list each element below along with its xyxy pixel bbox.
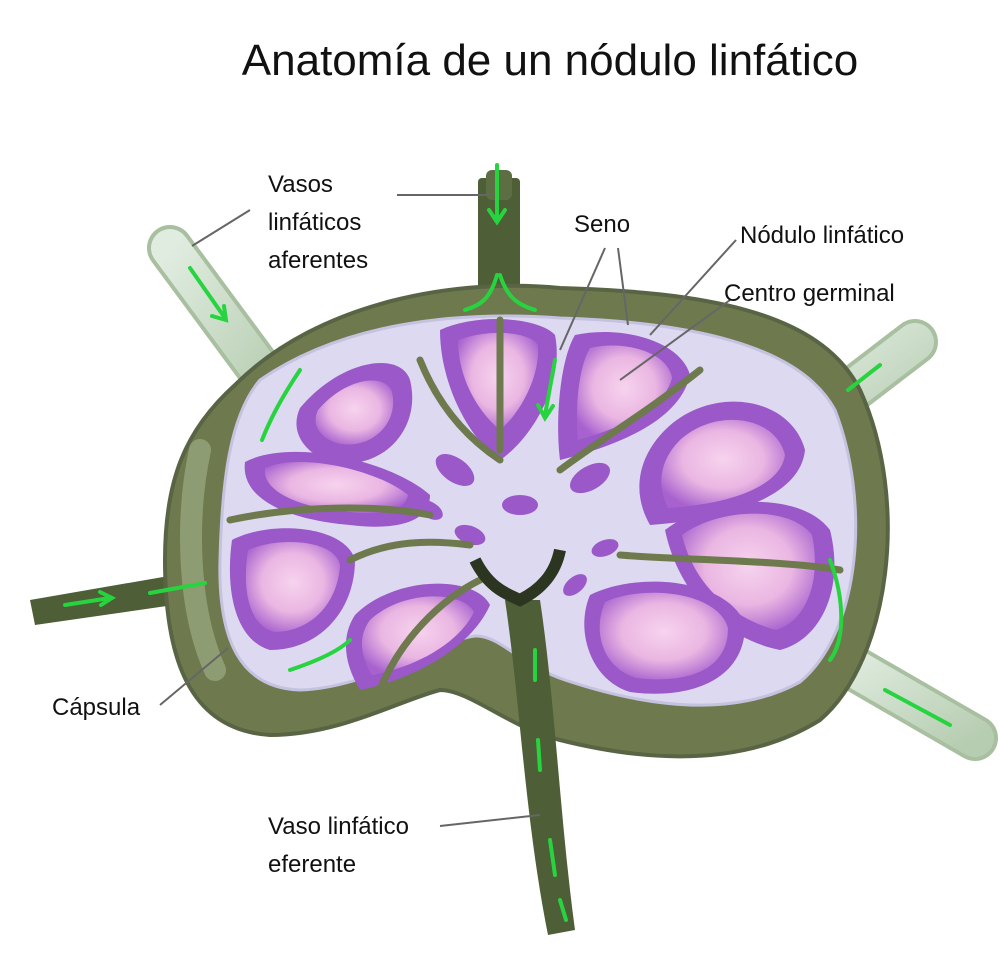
label-afferent-line-3: aferentes <box>268 247 369 274</box>
nodule-7 <box>665 501 835 650</box>
label-afferent-vessels: Vasos linfáticos aferentes <box>268 166 368 280</box>
nodule-3 <box>558 331 690 460</box>
leader-lines <box>159 194 737 827</box>
leader-nodule <box>649 239 737 336</box>
leader-capsule <box>159 647 229 706</box>
nodule-9 <box>584 581 745 694</box>
leader-sinus-a <box>559 247 606 351</box>
label-germinal-center: Centro germinal <box>724 280 895 307</box>
label-capsule: Cápsula <box>52 694 141 721</box>
leader-afferent-a <box>191 209 251 247</box>
leader-sinus-b <box>617 247 629 326</box>
leader-efferent <box>439 814 541 827</box>
nodule-8 <box>345 583 490 690</box>
afferent-vessel-right-lower <box>817 637 998 761</box>
trabeculae <box>226 316 844 694</box>
capsule-highlight <box>180 439 226 681</box>
label-efferent-line-2: eferente <box>268 851 357 878</box>
label-sinus: Seno <box>574 211 631 238</box>
nodule-5 <box>639 401 805 525</box>
label-efferent-line-1: Vaso linfático <box>268 813 409 840</box>
leader-germinal <box>619 299 731 381</box>
label-afferent-line-1: Vasos <box>268 171 333 198</box>
label-afferent-line-2: linfáticos <box>268 209 362 236</box>
label-lymph-nodule: Nódulo linfático <box>740 222 905 249</box>
page-title: Anatomía de un nódulo linfático <box>241 36 859 85</box>
medullary-cords <box>417 454 619 596</box>
flow-arrows <box>63 163 952 922</box>
label-efferent-vessel: Vaso linfático eferente <box>268 808 409 884</box>
nodule-6 <box>229 528 355 650</box>
nodule-1 <box>296 363 413 464</box>
